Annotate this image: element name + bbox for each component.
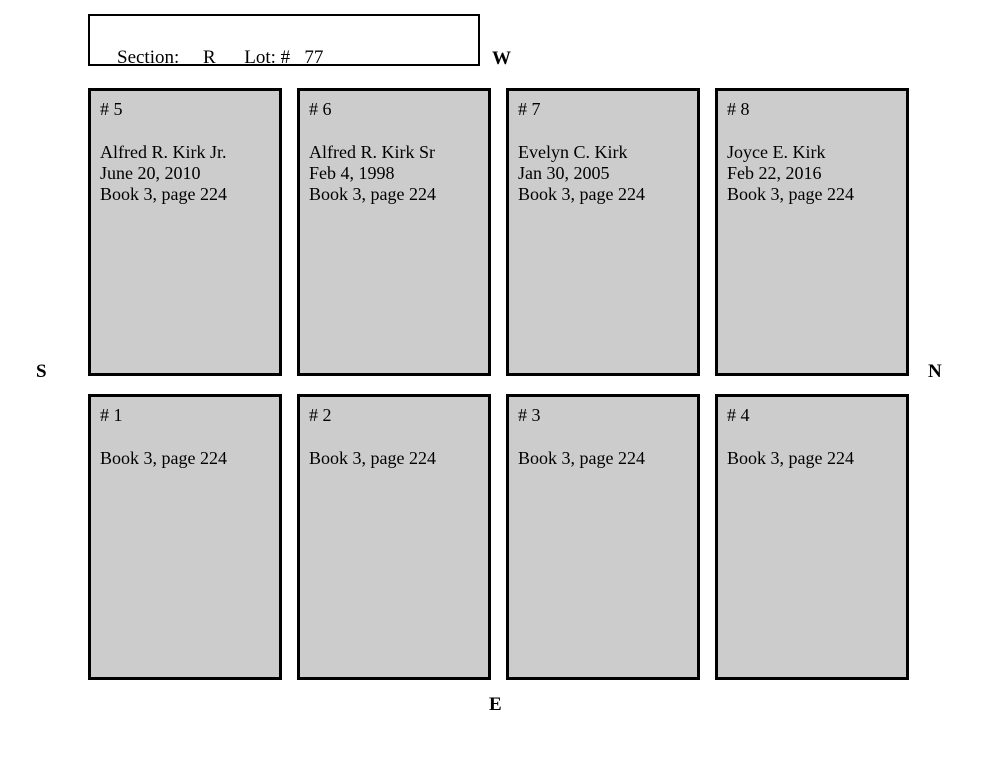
plot-row-top: # 5 Alfred R. Kirk Jr. June 20, 2010 Boo… [88,88,909,376]
plot-number: # 5 [100,99,123,119]
compass-label-east: E [489,694,502,715]
plot-cell-7[interactable]: # 7 Evelyn C. Kirk Jan 30, 2005 Book 3, … [506,88,700,376]
plot-date: Jan 30, 2005 [518,163,610,183]
lot-label: Lot: # [244,47,291,68]
plot-details: Book 3, page 224 [100,448,280,469]
plot-details: Alfred R. Kirk Sr Feb 4, 1998 Book 3, pa… [309,142,489,205]
section-lot-text: Section: R Lot: # 77 [98,22,323,94]
plot-number: # 7 [518,99,541,119]
lot-value: 77 [304,47,324,68]
plot-number: # 8 [727,99,750,119]
plot-details: Evelyn C. Kirk Jan 30, 2005 Book 3, page… [518,142,698,205]
plot-row-bottom: # 1 Book 3, page 224 # 2 Book 3, page 22… [88,394,909,680]
plot-reference: Book 3, page 224 [518,448,645,468]
plot-reference: Book 3, page 224 [727,448,854,468]
plot-name: Alfred R. Kirk Sr [309,142,435,162]
plot-details: Book 3, page 224 [727,448,907,469]
plot-number: # 2 [309,405,332,425]
compass-label-south: S [36,361,47,382]
lot-spacer [216,47,245,68]
plot-cell-6[interactable]: # 6 Alfred R. Kirk Sr Feb 4, 1998 Book 3… [297,88,491,376]
plot-cell-1[interactable]: # 1 Book 3, page 224 [88,394,282,680]
plot-name: Evelyn C. Kirk [518,142,628,162]
plot-details: Joyce E. Kirk Feb 22, 2016 Book 3, page … [727,142,907,205]
section-lot-header-box: Section: R Lot: # 77 [88,14,480,68]
plot-reference: Book 3, page 224 [518,184,645,204]
plot-cell-3[interactable]: # 3 Book 3, page 224 [506,394,700,680]
plot-date: June 20, 2010 [100,163,201,183]
plot-number: # 4 [727,405,750,425]
plot-cell-5[interactable]: # 5 Alfred R. Kirk Jr. June 20, 2010 Boo… [88,88,282,376]
plot-cell-4[interactable]: # 4 Book 3, page 224 [715,394,909,680]
plot-reference: Book 3, page 224 [727,184,854,204]
plot-details: Book 3, page 224 [309,448,489,469]
compass-label-west: W [492,48,511,69]
plot-number: # 6 [309,99,332,119]
plot-number: # 1 [100,405,123,425]
plot-reference: Book 3, page 224 [100,448,227,468]
plot-grid: # 5 Alfred R. Kirk Jr. June 20, 2010 Boo… [88,88,909,680]
plot-reference: Book 3, page 224 [309,184,436,204]
compass-label-north: N [928,361,942,382]
section-spacer [179,47,203,68]
plot-date: Feb 4, 1998 [309,163,395,183]
lot-value-spacer [290,47,304,68]
plot-name: Joyce E. Kirk [727,142,826,162]
plot-number: # 3 [518,405,541,425]
plot-details: Alfred R. Kirk Jr. June 20, 2010 Book 3,… [100,142,280,205]
section-label: Section: [117,47,180,68]
plot-date: Feb 22, 2016 [727,163,822,183]
plot-reference: Book 3, page 224 [309,448,436,468]
plot-details: Book 3, page 224 [518,448,698,469]
plot-reference: Book 3, page 224 [100,184,227,204]
plot-name: Alfred R. Kirk Jr. [100,142,227,162]
plot-cell-8[interactable]: # 8 Joyce E. Kirk Feb 22, 2016 Book 3, p… [715,88,909,376]
section-value: R [203,47,216,68]
plot-cell-2[interactable]: # 2 Book 3, page 224 [297,394,491,680]
